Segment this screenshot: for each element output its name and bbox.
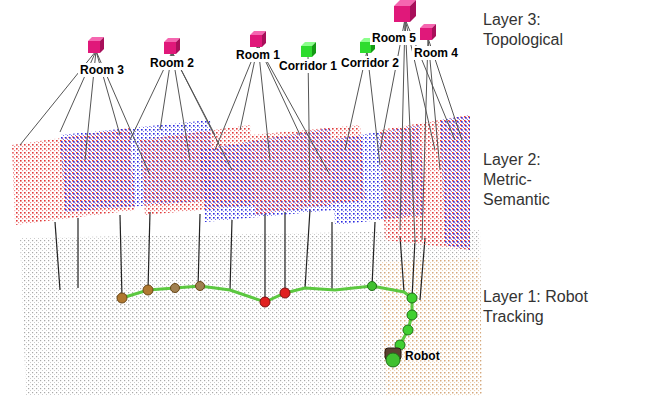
room-label: Room 3 (78, 63, 126, 77)
topological-node: Corridor 2 (339, 53, 402, 71)
topological-node: Room 1 (234, 45, 283, 63)
cube-face (360, 42, 371, 53)
cube-face (250, 35, 262, 47)
cube-face (88, 41, 100, 53)
cube-face (432, 24, 436, 40)
layer-label: Layer 1: Robot Tracking (483, 287, 593, 327)
room-cube (393, 0, 417, 23)
floor-cloud (20, 230, 482, 396)
floor-cloud-orange (380, 258, 482, 396)
layer-label: Layer 3: Topological (483, 10, 593, 50)
cube-face (176, 38, 180, 54)
cube-face (312, 42, 316, 57)
room-wall-links (20, 19, 462, 240)
cube-face (410, 0, 416, 22)
robot-label: Robot (405, 349, 440, 363)
room-cube (419, 23, 437, 41)
cube-face (164, 42, 176, 54)
layer-label: Layer 2: Metric-Semantic (483, 150, 593, 210)
topological-node: Corridor 1 (277, 56, 340, 74)
floor-cloud (40, 295, 225, 340)
topological-node: Room 4 (412, 43, 461, 61)
topological-node: Room 3 (78, 60, 127, 78)
room-cube (87, 36, 105, 54)
room-label: Room 5 (370, 31, 418, 45)
room-cube (300, 41, 317, 58)
robot-trajectory (122, 286, 412, 356)
room-label: Corridor 1 (277, 59, 339, 73)
robot-poses (117, 282, 417, 351)
robot-icon (385, 348, 401, 367)
cube-face (394, 6, 410, 22)
wall-pose-links (55, 210, 425, 302)
room-label: Room 2 (148, 56, 196, 70)
topological-node: Room 2 (148, 53, 197, 71)
cube-face (301, 46, 312, 57)
room-cube (163, 37, 181, 55)
room-label: Corridor 2 (339, 56, 401, 70)
room-label: Room 4 (412, 46, 460, 60)
topological-node: Room 5 (370, 28, 419, 46)
room-label: Room 1 (234, 48, 282, 62)
cube-face (100, 37, 104, 53)
cube-face (420, 28, 432, 40)
cube-face (262, 31, 266, 47)
room-cube (249, 30, 267, 48)
